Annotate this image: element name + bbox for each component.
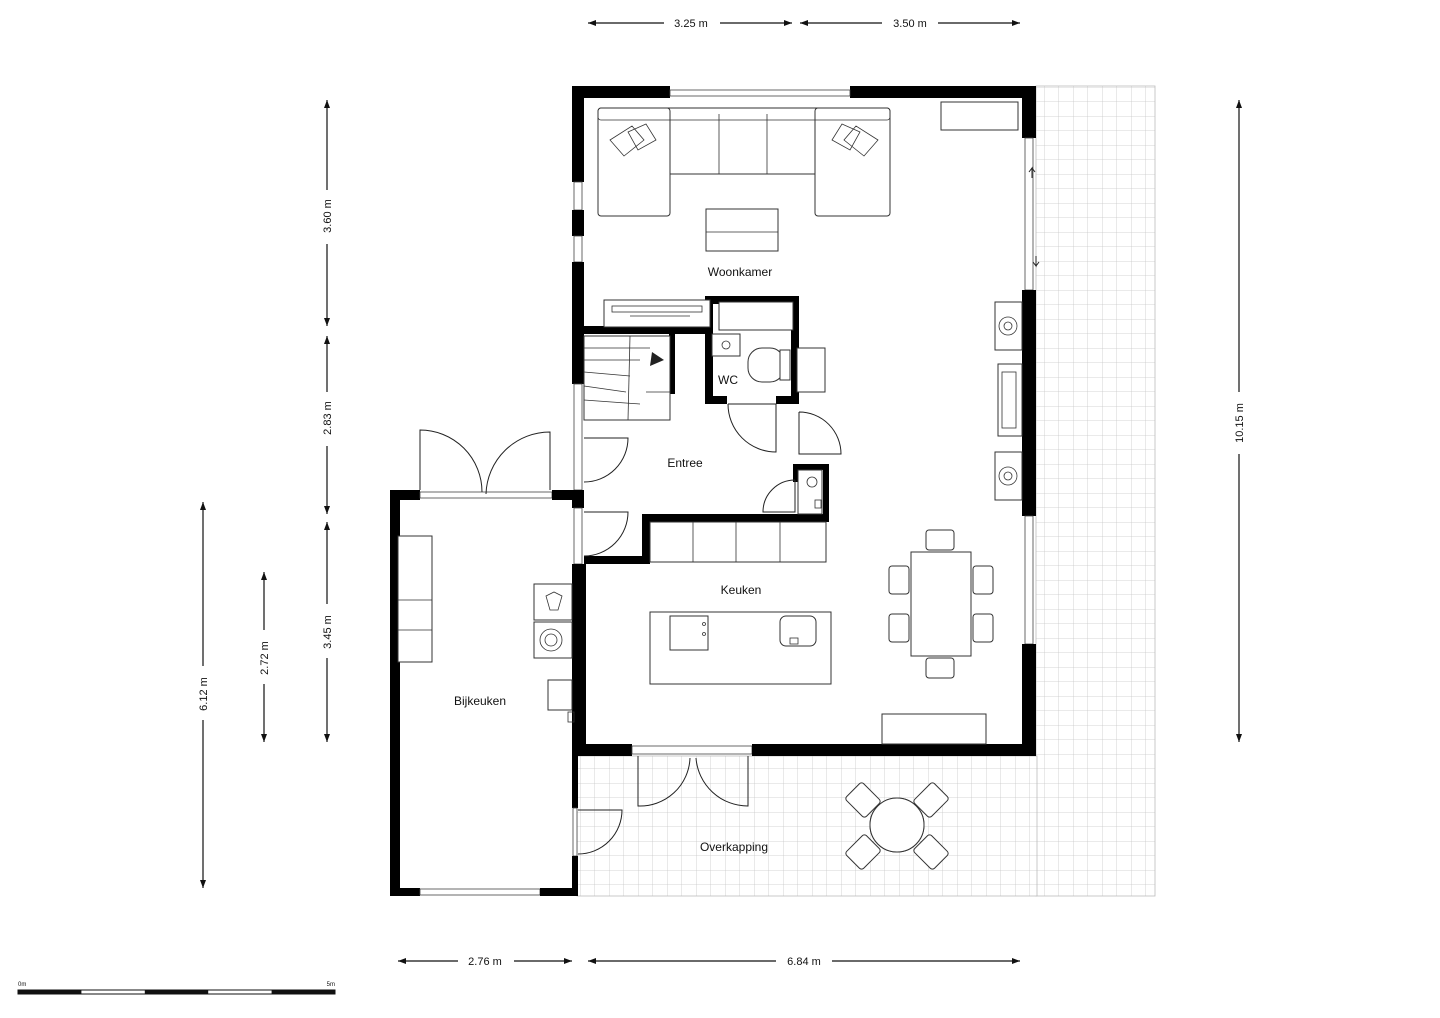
terrace-tiles	[576, 85, 1156, 897]
dim-left-middle: 2.83 m	[322, 401, 334, 435]
appliances-right-wall	[994, 301, 1023, 501]
room-woonkamer: Woonkamer	[708, 265, 772, 279]
bijkeuken-fixtures	[397, 535, 575, 723]
scale-bar: 0m 5m	[17, 982, 336, 995]
dim-top-left: 3.25 m	[674, 18, 708, 30]
scale-start: 0m	[18, 982, 26, 988]
dim-top-right: 3.50 m	[893, 18, 927, 30]
dining-table	[888, 529, 994, 679]
room-bijkeuken: Bijkeuken	[454, 694, 506, 708]
dim-right-total: 10.15 m	[1234, 403, 1246, 443]
scale-end: 5m	[327, 982, 335, 988]
room-keuken: Keuken	[721, 583, 762, 597]
patio-table-set	[845, 782, 949, 870]
stairs	[583, 335, 671, 421]
sideboard	[881, 713, 987, 745]
dim-bijkeuken-outer: 6.12 m	[198, 677, 210, 711]
coffee-table	[705, 208, 779, 252]
dimension-labels: 3.25 m 3.50 m 2.76 m 6.84 m 3.60 m 2.83 …	[195, 15, 1247, 969]
room-wc: WC	[718, 373, 738, 387]
tv-unit	[603, 299, 711, 328]
dim-bijkeuken-inner: 2.72 m	[259, 641, 271, 675]
doors	[419, 166, 1040, 855]
room-overkapping: Overkapping	[700, 840, 768, 854]
dim-bottom-right: 6.84 m	[787, 956, 821, 968]
sofa	[597, 107, 891, 217]
dim-bottom-left: 2.76 m	[468, 956, 502, 968]
meterkast	[797, 469, 823, 515]
room-entree: Entree	[667, 456, 703, 470]
kitchen-island	[649, 611, 832, 685]
cabinet-woonkamer	[940, 101, 1019, 131]
wc-fixtures	[711, 301, 826, 393]
walls	[390, 86, 1036, 896]
kitchen-counter	[649, 521, 827, 563]
dim-left-upper: 3.60 m	[322, 199, 334, 233]
dim-left-lower: 3.45 m	[322, 615, 334, 649]
room-labels: Woonkamer WC Entree Keuken Bijkeuken Ove…	[454, 265, 772, 854]
